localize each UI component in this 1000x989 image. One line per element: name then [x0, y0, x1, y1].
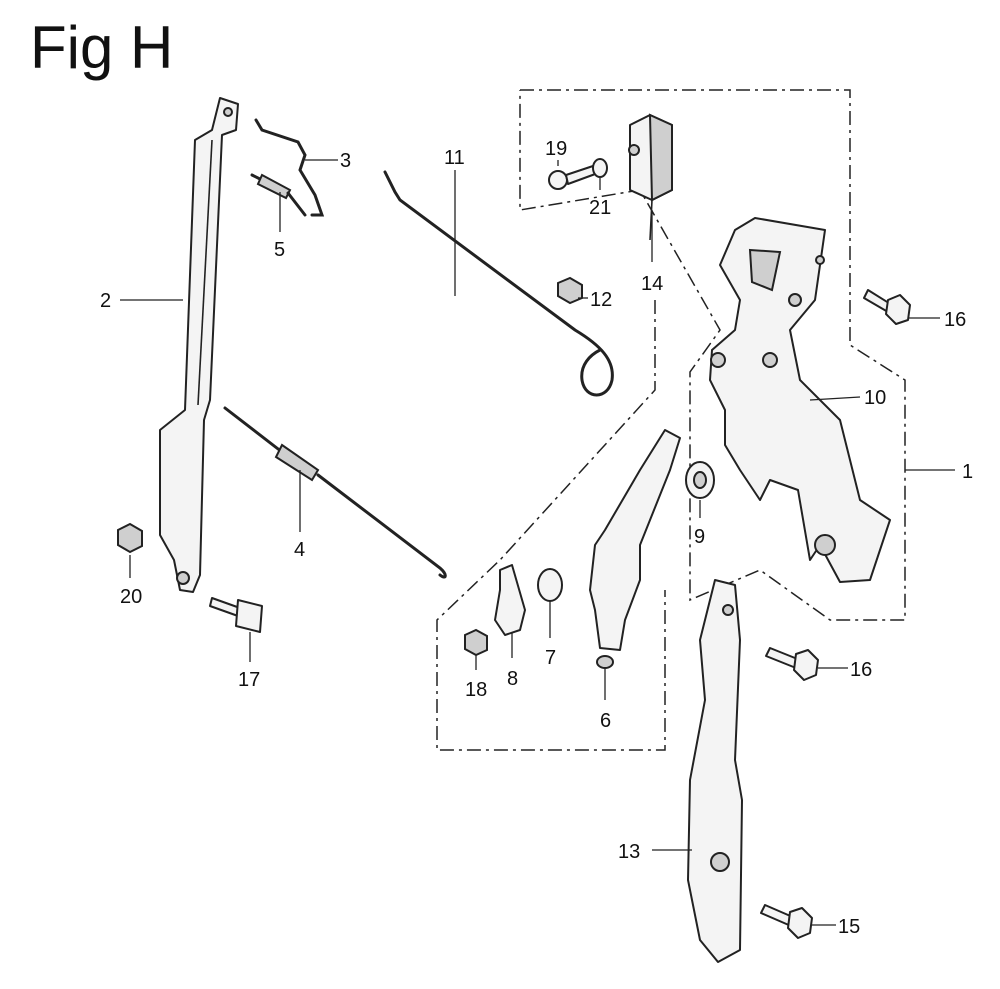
- part-12-nut: [557, 276, 583, 305]
- part-15-bolt: [760, 904, 813, 939]
- part-17-bolt: [209, 597, 263, 633]
- part-3-spring-clip: [254, 118, 325, 217]
- callout-2: 2: [100, 290, 111, 312]
- callout-15: 15: [838, 916, 860, 938]
- callout-8: 8: [507, 668, 518, 690]
- part-2-lever: [159, 97, 239, 593]
- callout-14: 14: [641, 273, 663, 295]
- part-16-bolt-upper: [863, 289, 911, 325]
- callout-7: 7: [545, 647, 556, 669]
- callout-3: 3: [340, 150, 351, 172]
- callout-6: 6: [600, 710, 611, 732]
- part-14-switch: [628, 113, 673, 241]
- part-18-nut: [464, 628, 488, 657]
- part-7-washer: [537, 568, 563, 602]
- callout-11: 11: [444, 147, 465, 169]
- callout-9: 9: [694, 526, 705, 548]
- leader-10: [809, 396, 861, 401]
- callout-21: 21: [589, 197, 611, 219]
- part-9-collar: [685, 461, 715, 499]
- callout-19: 19: [545, 138, 567, 160]
- figure-title: Fig H: [30, 14, 174, 81]
- callout-1: 1: [962, 461, 973, 483]
- callout-10: 10: [864, 387, 886, 409]
- callout-4: 4: [294, 539, 305, 561]
- callout-5: 5: [274, 239, 285, 261]
- part-16-bolt-lower: [765, 647, 819, 681]
- part-11-governor-rod: [383, 170, 614, 397]
- part-10-bracket: [709, 217, 891, 583]
- part-8-plate: [494, 564, 526, 636]
- callout-13: 13: [618, 841, 640, 863]
- part-19-screw: [548, 164, 599, 190]
- part-13-plate: [687, 579, 743, 963]
- part-4-spring-rod: [223, 406, 447, 579]
- callout-16-upper: 16: [944, 309, 966, 331]
- callout-17: 17: [238, 669, 260, 691]
- callout-18: 18: [465, 679, 487, 701]
- callout-12: 12: [590, 289, 612, 311]
- part-21-washer: [592, 158, 608, 178]
- frame-lower-assembly: [436, 300, 666, 751]
- part-6-arm: [589, 429, 681, 669]
- part-5-coil-spring: [250, 173, 307, 217]
- part-20-nut: [117, 522, 143, 554]
- callout-16-lower: 16: [850, 659, 872, 681]
- callout-20: 20: [120, 586, 142, 608]
